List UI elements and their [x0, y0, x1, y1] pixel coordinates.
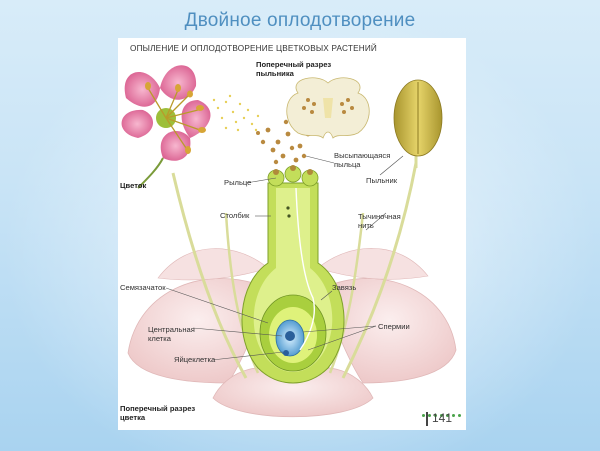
- label-central-cell: Центральная клетка: [148, 325, 195, 343]
- label-sperm: Спермии: [378, 322, 410, 331]
- page-number-bar: [426, 412, 428, 426]
- label-stigma: Рыльце: [224, 178, 252, 187]
- label-spilling-pollen: Высыпающаяся пыльца: [334, 151, 391, 169]
- label-anther: Пыльник: [366, 176, 398, 185]
- label-filament: Тычиночная нить: [358, 212, 401, 230]
- slide-title: Двойное оплодотворение: [184, 10, 416, 31]
- label-ovary: Завязь: [332, 283, 357, 292]
- anther-cross-section: [286, 77, 370, 139]
- section-petals: [127, 248, 457, 418]
- page-number: 141: [432, 411, 453, 425]
- label-egg-cell: Яйцеклетка: [174, 355, 216, 364]
- yellow-anther: [393, 79, 443, 168]
- pistil: [241, 165, 345, 384]
- label-anther-section: Поперечный разрез пыльника: [256, 60, 332, 78]
- pollen-cloud: [212, 94, 260, 132]
- fertilization-diagram: [121, 65, 457, 418]
- pink-flower: [121, 65, 211, 189]
- label-ovule: Семязачаток: [120, 283, 166, 292]
- textbook-page: ОПЫЛЕНИЕ И ОПЛОДОТВОРЕНИЕ ЦВЕТКОВЫХ РАСТ…: [118, 38, 466, 430]
- label-style: Столбик: [220, 211, 250, 220]
- pointer-lines: [165, 155, 404, 361]
- page-header: ОПЫЛЕНИЕ И ОПЛОДОТВОРЕНИЕ ЦВЕТКОВЫХ РАСТ…: [130, 44, 378, 53]
- page-dots-decoration: [422, 404, 464, 422]
- label-flower: Цветок: [120, 181, 147, 190]
- label-flower-section: Поперечный разрез цветка: [120, 404, 196, 422]
